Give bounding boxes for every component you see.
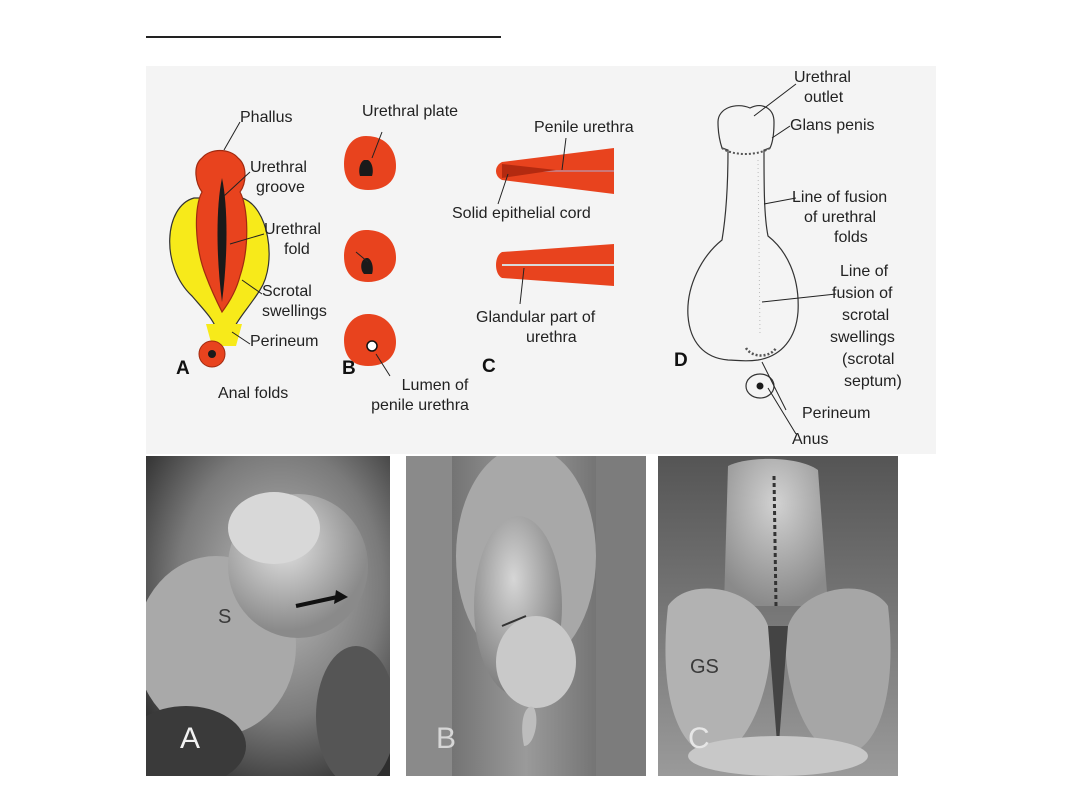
sem-photo-c: GS C <box>658 456 898 776</box>
label-urethral-fold-2: fold <box>284 241 310 258</box>
panel-b-leaders <box>355 131 391 377</box>
label-urethral-groove-1: Urethral <box>250 159 307 176</box>
label-phallus: Phallus <box>240 109 293 126</box>
sem-photo-b: B <box>406 456 646 776</box>
label-line-fusion-urethral-1: Line of fusion <box>792 189 888 206</box>
urethral-groove-shape <box>217 178 227 302</box>
panel-d-leaders <box>753 83 837 435</box>
label-line-fusion-scrotal-2: fusion of <box>832 285 893 302</box>
glans-border <box>721 147 771 155</box>
label-urethral-groove-2: groove <box>256 179 305 196</box>
label-glans-penis: Glans penis <box>790 117 875 134</box>
label-line-fusion-scrotal-1: Line of <box>840 263 889 280</box>
photo-b-letter: B <box>436 722 457 755</box>
label-solid-cord: Solid epithelial cord <box>452 205 591 222</box>
label-urethral-plate: Urethral plate <box>362 103 459 120</box>
label-glandular-2: urethra <box>526 329 577 346</box>
label-scrotal-swellings-2: swellings <box>262 303 327 320</box>
panel-letter-a: A <box>176 358 190 379</box>
label-lumen-1: Lumen of <box>401 377 469 394</box>
label-scrotal-swellings-1: Scrotal <box>262 283 312 300</box>
photo-c-tag: GS <box>690 656 719 678</box>
schematic-figure: Phallus Urethral groove Urethral fold Sc… <box>146 66 936 454</box>
label-lumen-2: penile urethra <box>371 397 469 414</box>
label-line-fusion-urethral-2: of urethral <box>804 209 877 226</box>
label-urethral-outlet-2: outlet <box>804 89 844 106</box>
label-anus: Anus <box>792 431 829 448</box>
label-glandular-1: Glandular part of <box>476 309 596 326</box>
label-urethral-outlet-1: Urethral <box>794 69 851 86</box>
label-line-fusion-scrotal-3: scrotal <box>842 307 890 324</box>
perineum-shape <box>206 324 242 346</box>
photo-c-letter: C <box>688 722 710 755</box>
panel-letter-d: D <box>674 350 688 371</box>
anus-dot <box>208 350 216 358</box>
anus-d-dot <box>756 382 764 390</box>
label-line-fusion-scrotal-6: septum) <box>844 373 902 390</box>
label-line-fusion-scrotal-5: (scrotal <box>842 351 895 368</box>
photo-a-tag: S <box>218 606 232 628</box>
label-line-fusion-scrotal-4: swellings <box>830 329 895 346</box>
fusion-line <box>757 159 761 337</box>
panel-c-sections <box>496 148 614 286</box>
label-line-fusion-urethral-3: folds <box>834 229 868 246</box>
label-perineum-d: Perineum <box>802 405 871 422</box>
label-penile-urethra: Penile urethra <box>534 119 634 136</box>
panel-c-leaders <box>497 137 567 305</box>
panel-letter-c: C <box>482 356 496 377</box>
schematic-drawing <box>169 83 837 435</box>
label-perineum: Perineum <box>250 333 319 350</box>
photo-a-letter: A <box>180 722 201 755</box>
panel-letter-b: B <box>342 358 356 379</box>
panel-a-leaders <box>223 121 265 345</box>
panel-d-outline <box>687 105 799 399</box>
sem-photo-a: S A <box>146 456 390 776</box>
panel-b-sections <box>344 136 396 366</box>
label-anal-folds: Anal folds <box>218 385 289 402</box>
label-urethral-fold-1: Urethral <box>264 221 321 238</box>
header-rule <box>146 36 501 38</box>
scrotal-base <box>744 347 778 357</box>
